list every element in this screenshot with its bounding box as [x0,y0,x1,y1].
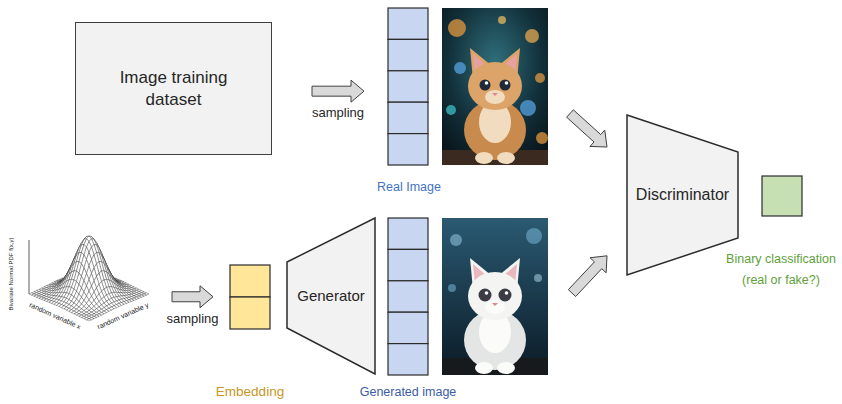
text-wrap: Binary classification (real or fake?) [722,248,840,290]
axis-label: Bivariate Normal PDF f(x,y) [8,237,15,310]
node-label: Image training dataset [104,67,244,110]
generated-image: Generated image [378,216,554,404]
node-label: Discriminator [636,185,729,205]
output-cell [762,176,802,216]
kitten-nose [492,93,498,96]
output-square-shape [722,176,840,288]
text-wrap: Bivariate Normal PDF f(x,y) [8,237,15,310]
tensor-cell [388,8,428,39]
embedding-vector-shape [215,264,285,402]
bokeh-light [446,105,456,115]
node-label: Real Image [377,180,441,194]
text-wrap: Discriminator [627,115,738,275]
kitten-head [468,272,522,320]
kitten-muzzle [485,300,505,314]
text-wrap: Image training dataset [76,23,271,154]
surface-mesh [87,319,92,321]
embedding-cell [230,297,270,329]
generated-image-shape [378,216,554,404]
kitten-paw [475,362,493,374]
bokeh-light [525,29,539,43]
gaussian-plot: Bivariate Normal PDF f(x,y)random variab… [3,226,158,348]
bokeh-light [498,16,506,24]
text-wrap: Generated image [348,383,468,400]
node-label: Embedding [216,384,284,399]
bokeh-light [450,234,462,246]
photo-background [442,8,548,165]
text-wrap: Generator [287,218,375,374]
bokeh-light [454,62,466,74]
tensor-cell [388,102,428,133]
generator-block: Generator [287,218,375,374]
image-photo [442,8,548,165]
block-arrow [567,110,607,147]
output-square: Binary classification (real or fake?) [722,176,840,288]
tensor-cell [388,281,428,312]
kitten-head [468,62,522,110]
real-image-shape [378,6,554,198]
tensor-cell [388,134,428,165]
bokeh-light [535,73,545,83]
embedding-vector: Embedding [215,264,285,402]
kitten-nose [492,303,498,306]
embedding-cells [230,265,270,329]
bokeh-light [536,132,548,144]
kitten-eye-glint [485,291,489,295]
edge-label: sampling [309,105,367,120]
bokeh-light [520,100,536,116]
tensor-cell [388,71,428,102]
tensor-vector [388,8,428,165]
tensor-cell [388,218,428,249]
edge-label: sampling [163,311,221,326]
bokeh-light [448,284,456,292]
node-label: Binary classification (real or fake?) [726,252,836,287]
dataset-box: Image training dataset [75,22,272,155]
image-photo [442,218,548,375]
tensor-vector [388,218,428,375]
edge-label-wrap: sampling [163,309,221,327]
bokeh-light [448,19,466,37]
discriminator-block: Discriminator [627,115,738,275]
tensor-cell [388,39,428,70]
photo-background [442,218,548,375]
kitten-eye [479,289,492,302]
node-label: Generated image [360,385,457,399]
text-wrap: Real Image [364,178,454,195]
kitten-eye [480,80,491,91]
block-arrow [312,80,364,102]
kitten-eye [499,289,512,302]
gaussian-plot-shape [3,226,158,348]
kitten-eye-glint [505,81,509,85]
kitten-paw [497,362,515,374]
kitten-muzzle [485,90,505,104]
trapezoid-outline [627,115,738,275]
node-label: Generator [297,287,365,306]
embedding-cell [230,265,270,297]
kitten-eye-glint [505,291,509,295]
trapezoid-outline [287,218,375,374]
kitten-eye [500,80,511,91]
block-arrow [172,286,213,308]
tensor-cell [388,344,428,375]
kitten-eye-glint [485,81,489,85]
block-arrow [568,256,607,297]
bokeh-light [526,228,542,244]
bokeh-light [534,274,542,282]
real-image: Real Image [378,6,554,198]
kitten-paw [497,152,515,164]
edge-label-wrap: sampling [309,103,367,121]
z-axis [29,240,30,294]
tensor-cell [388,249,428,280]
kitten-paw [475,152,493,164]
text-wrap: Embedding [205,382,295,400]
tensor-cell [388,312,428,343]
